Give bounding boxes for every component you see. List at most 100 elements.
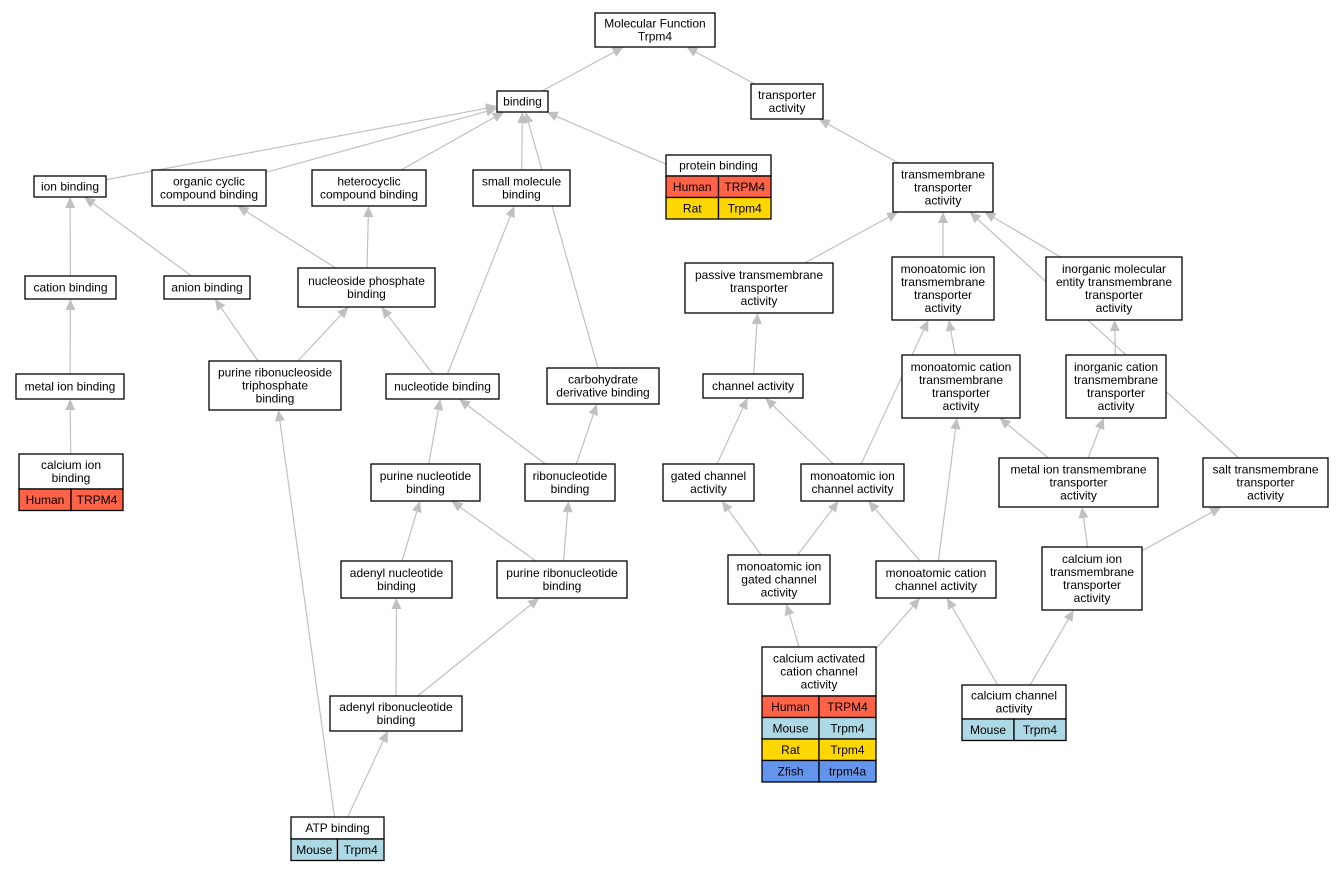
gene-label: Trpm4 bbox=[830, 721, 865, 735]
edge-line bbox=[265, 110, 487, 173]
arrow-head-icon bbox=[451, 501, 464, 512]
term-node-metal-ion-tm[interactable]: metal ion transmembranetransporteractivi… bbox=[998, 457, 1159, 508]
edge-calcium-ion-tm-to-salt-tm bbox=[1141, 507, 1222, 552]
edge-inorganic-cation-tm-to-inorganic-molecular bbox=[1109, 320, 1120, 356]
term-node-monoatomic-cation-tm[interactable]: monoatomic cationtransmembranetransporte… bbox=[901, 354, 1021, 419]
term-box bbox=[546, 367, 660, 405]
term-label-line: activity bbox=[690, 482, 727, 496]
term-label-line: activity bbox=[1074, 591, 1111, 605]
edge-calcium-activated-to-monoatomic-cation-channel bbox=[875, 598, 920, 650]
edge-line bbox=[460, 506, 537, 562]
term-node-anion-binding[interactable]: anion binding bbox=[163, 275, 251, 300]
term-node-inorganic-cation-tm[interactable]: inorganic cationtransmembranetransporter… bbox=[1065, 354, 1167, 419]
edge-line bbox=[1007, 424, 1049, 459]
term-box bbox=[750, 83, 824, 120]
gene-label: trpm4a bbox=[829, 764, 867, 778]
edge-line bbox=[950, 330, 956, 356]
term-label-line: adenyl ribonucleotide bbox=[339, 700, 453, 714]
term-label-line: metal ion transmembrane bbox=[1010, 463, 1146, 477]
term-box bbox=[329, 695, 463, 732]
arrow-head-icon bbox=[337, 307, 349, 319]
term-box bbox=[297, 267, 436, 308]
edge-ribonucleotide-to-carbohydrate-derivative bbox=[575, 404, 598, 465]
term-box bbox=[18, 453, 124, 490]
species-label: Human bbox=[771, 700, 810, 714]
edge-atp-binding-to-adenyl-ribonucleotide bbox=[347, 731, 388, 818]
term-label-line: purine ribonucleotide bbox=[506, 566, 618, 580]
arrow-head-icon bbox=[459, 399, 471, 410]
term-label-line: calcium ion bbox=[41, 458, 101, 472]
edge-monoatomic-cation-tm-to-monoatomic-ion-tm bbox=[945, 320, 956, 356]
edge-line bbox=[1087, 428, 1101, 459]
edge-line bbox=[716, 407, 744, 465]
term-box bbox=[998, 457, 1159, 508]
term-box bbox=[472, 169, 571, 207]
term-label-line: binding bbox=[502, 188, 541, 202]
term-node-ion-binding[interactable]: ion binding bbox=[33, 175, 107, 198]
term-label-line: monoatomic ion bbox=[737, 560, 822, 574]
term-node-channel-activity[interactable]: channel activity bbox=[702, 373, 804, 399]
arrow-head-icon bbox=[999, 418, 1012, 429]
term-node-monoatomic-ion-tm[interactable]: monoatomic iontransmembranetransporterac… bbox=[891, 256, 995, 321]
edge-line bbox=[220, 307, 259, 362]
term-label-line: entity transmembrane bbox=[1056, 275, 1172, 289]
edge-calcium-activated-to-monoatomic-ion-gated bbox=[784, 604, 800, 648]
term-node-cation-binding[interactable]: cation binding bbox=[24, 275, 117, 300]
edge-line bbox=[753, 323, 758, 375]
term-node-nucleotide-binding[interactable]: nucleotide binding bbox=[385, 373, 500, 400]
edge-line bbox=[387, 315, 434, 375]
term-label-line: cation binding bbox=[33, 281, 107, 295]
term-node-metal-ion-binding[interactable]: metal ion binding bbox=[15, 373, 125, 400]
arrow-head-icon bbox=[588, 404, 598, 416]
term-box bbox=[1065, 354, 1167, 419]
edge-calcium-ion-binding-to-metal-ion-binding bbox=[65, 399, 76, 455]
edge-metal-ion-binding-to-cation-binding bbox=[65, 299, 76, 375]
term-label-line: small molecule bbox=[482, 175, 562, 189]
gene-cell bbox=[70, 488, 124, 512]
arrow-head-icon bbox=[946, 598, 957, 610]
gene-label: Trpm4 bbox=[344, 843, 379, 857]
term-label-line: transporter bbox=[1236, 476, 1294, 490]
term-box bbox=[684, 262, 834, 314]
arrow-head-icon bbox=[1078, 507, 1089, 519]
term-label-line: activity bbox=[925, 301, 962, 315]
term-label-line: activity bbox=[769, 101, 806, 115]
gene-label: TRPM4 bbox=[77, 493, 118, 507]
term-label-line: gated channel bbox=[671, 469, 746, 483]
term-label-line: transporter bbox=[914, 288, 972, 302]
edge-atp-binding-to-purine-ribonucleoside-tp bbox=[274, 410, 336, 818]
term-node-binding[interactable]: binding bbox=[496, 90, 549, 113]
term-box bbox=[496, 560, 628, 599]
arrow-head-icon bbox=[945, 320, 956, 332]
species-label: Human bbox=[26, 493, 65, 507]
term-node-calcium-ion-tm[interactable]: calcium iontransmembranetransporteractiv… bbox=[1041, 546, 1143, 611]
arrow-head-icon bbox=[1063, 610, 1074, 622]
